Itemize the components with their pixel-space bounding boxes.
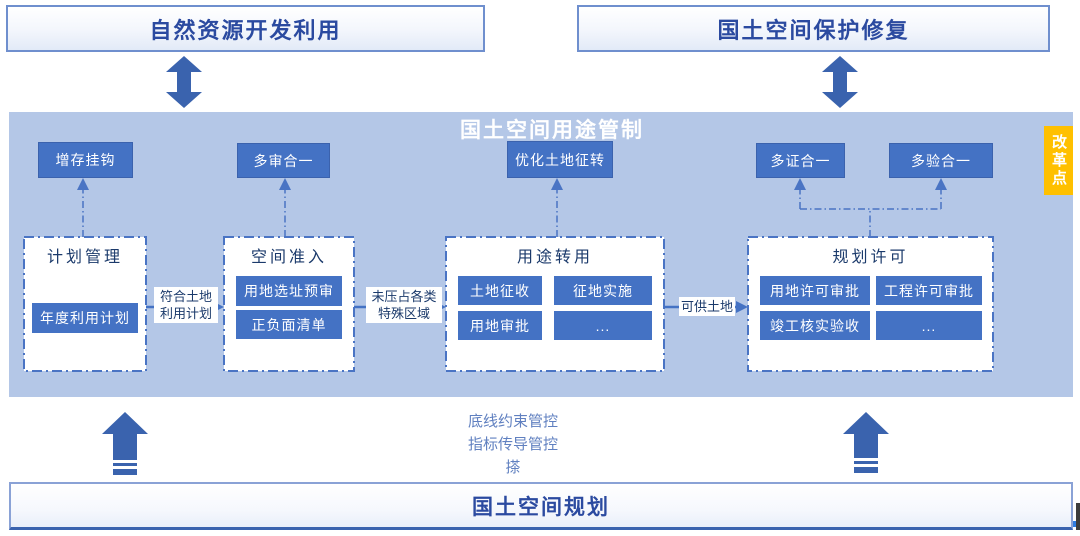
bottom-note: 底线约束管控 指标传导管控 搽 [423,410,603,479]
reform-points-tag: 改革点 [1044,126,1073,195]
group-title-plan-management: 计划管理 [46,249,123,266]
flow-label-line: 符合土地 [159,289,212,304]
territorial-protection-restoration-label: 国土空间保护修复 [717,17,910,43]
panel-title: 国土空间用途管制 [460,119,644,142]
flow-label-land-available: 可供土地 [679,297,735,316]
flow-label-no-special-zone-occupied: 未压占各类 特殊区域 [366,287,442,323]
natural-resources-development-label: 自然资源开发利用 [149,17,342,43]
group-title-planning-permit: 规划许可 [832,249,909,266]
item-more-ellipsis: ... [876,311,982,340]
territorial-spatial-planning-box: 国土空间规划 [9,482,1073,530]
territorial-spatial-planning-label: 国土空间规划 [472,495,610,519]
chip-increment-stock-link: 增存挂钩 [38,142,133,178]
dashdot-connectors [82,189,942,237]
item-land-permit-approval: 用地许可审批 [760,276,870,305]
arrow-stripe [854,458,878,461]
item-project-permit-approval: 工程许可审批 [876,276,982,305]
item-annual-use-plan: 年度利用计划 [32,303,138,333]
bottom-note-line: 指标传导管控 [467,436,558,453]
item-land-expropriation: 土地征收 [458,276,542,305]
item-land-use-approval: 用地审批 [458,311,542,340]
bottom-note-line: 底线约束管控 [467,413,558,430]
up-arrow-icon [102,412,148,475]
up-down-arrow-icon [822,56,858,108]
flow-label-line: 可供土地 [680,299,733,314]
arrow-stripe [113,466,137,469]
connector-arrowheads [77,178,947,190]
flow-label-conform-land-use-plan: 符合土地 利用计划 [154,287,218,323]
chip-optimize-land-requisition: 优化土地征转 [507,141,613,178]
item-more-ellipsis: ... [554,311,652,340]
group-title-use-conversion: 用途转用 [516,249,593,266]
chip-multi-cert-in-one: 多证合一 [756,143,845,178]
cursor-artifact-tick [1073,521,1076,527]
flow-label-line: 特殊区域 [377,306,430,321]
item-expropriation-implementation: 征地实施 [554,276,652,305]
item-positive-negative-list: 正负面清单 [236,310,342,339]
up-down-arrow-icon [166,56,202,108]
group-title-spatial-access: 空间准入 [250,249,327,266]
item-site-preapproval: 用地选址预审 [236,276,342,306]
bottom-note-line: 搽 [505,459,521,476]
natural-resources-development-box: 自然资源开发利用 [6,5,485,52]
chip-multi-review-in-one: 多审合一 [237,143,330,178]
up-arrow-icon [843,412,889,473]
item-completion-acceptance: 竣工核实验收 [760,311,870,340]
arrow-stripe [113,460,137,463]
flow-label-line: 利用计划 [159,306,212,321]
chip-multi-inspection-in-one: 多验合一 [889,143,993,178]
territorial-protection-restoration-box: 国土空间保护修复 [577,5,1050,52]
arrow-stripe [854,464,878,467]
cursor-artifact [1076,503,1080,530]
flow-label-line: 未压占各类 [371,289,437,304]
